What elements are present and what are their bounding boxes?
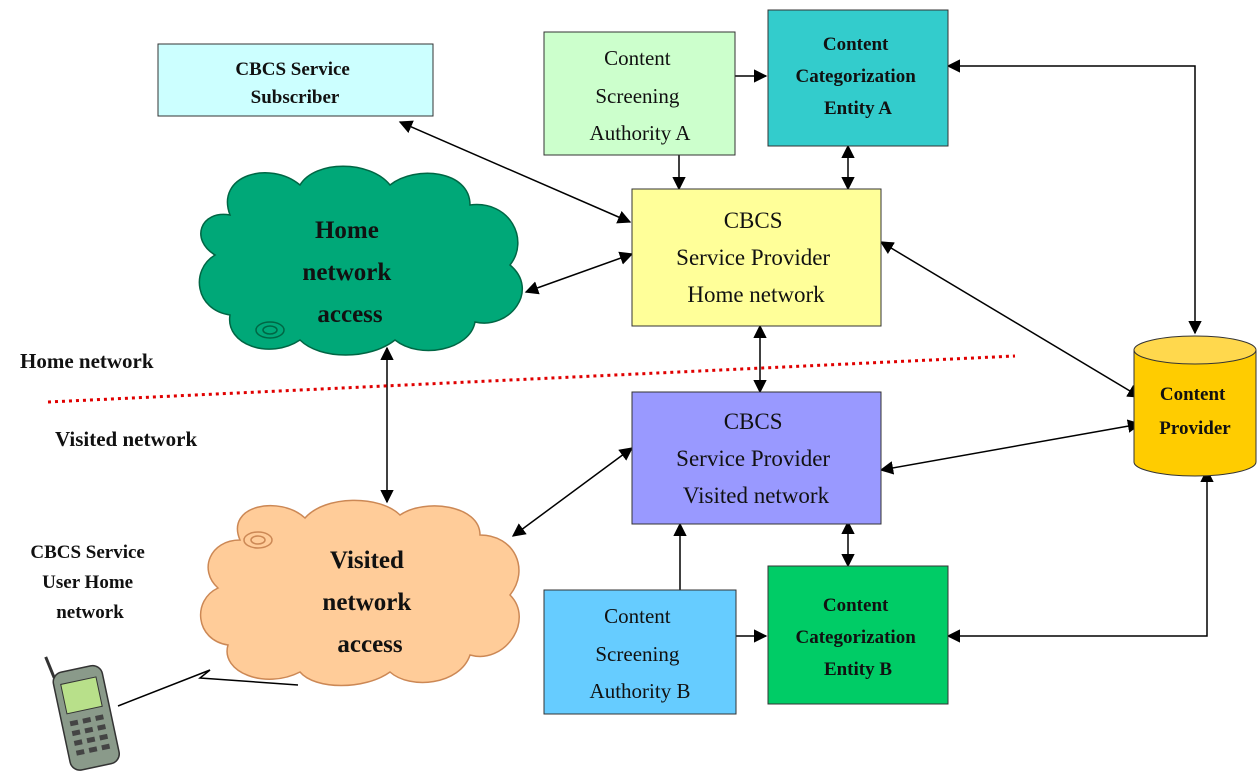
csa-b-line-3: Authority B: [590, 679, 691, 703]
network-divider: [47, 354, 1016, 404]
visited-cloud-line-2: network: [322, 589, 411, 616]
link-cceb-provider: [946, 468, 1214, 643]
csa-a-line-1: Content: [604, 46, 671, 70]
home-network-label: Home network: [20, 349, 154, 373]
sp-home-line-1: CBCS: [724, 208, 783, 233]
svg-text:Content Screening: Content Screening Authority A: [590, 46, 692, 145]
svg-text:Content Categorization: Content Categorization Entity B: [795, 595, 920, 680]
sp-visited-line-2: Service Provider: [676, 446, 830, 471]
svg-text:Visited network ac: Visited network access: [322, 547, 417, 658]
sp-visited-line-3: Visited network: [683, 483, 830, 508]
cbcs-service-provider-visited-box: CBCS Service Provider Visited network: [631, 391, 882, 525]
wireless-link: [117, 669, 299, 707]
cce-b-line-3: Entity B: [824, 659, 892, 680]
csa-b-line-1: Content: [604, 604, 671, 628]
csa-a-line-3: Authority A: [590, 121, 692, 145]
visited-cloud-line-1: Visited: [330, 547, 404, 574]
visited-network-label: Visited network: [55, 427, 197, 451]
mobile-phone-icon: [44, 656, 120, 771]
cbcs-service-subscriber-box: CBCS Service Subscriber: [157, 43, 434, 117]
sp-home-line-3: Home network: [687, 282, 825, 307]
visited-cloud-line-3: access: [337, 631, 403, 658]
sp-home-line-2: Service Provider: [676, 245, 830, 270]
svg-text:Content Provider: Content Provider: [1159, 384, 1231, 439]
content-provider-database: Content Provider: [1133, 335, 1257, 477]
svg-text:Content Screening: Content Screening Authority B: [590, 604, 691, 703]
cce-a-line-2: Categorization: [795, 66, 916, 87]
content-categorization-entity-b-box: Content Categorization Entity B: [767, 565, 949, 705]
svg-text:Home network acces: Home network access: [302, 217, 397, 328]
subscriber-line-1: CBCS Service: [235, 59, 350, 80]
provider-line-1: Content: [1160, 384, 1226, 405]
cbcs-service-provider-home-box: CBCS Service Provider Home network: [631, 188, 882, 327]
user-home-network-label: CBCS Service User Home network: [30, 542, 149, 623]
provider-line-2: Provider: [1159, 418, 1231, 439]
user-home-line-1: CBCS Service: [30, 542, 145, 563]
svg-text:CBCS Service Provider: CBCS Service Provider Visited network: [676, 409, 836, 508]
link-subscriber-sphome: [398, 120, 632, 224]
csa-a-line-2: Screening: [595, 84, 679, 108]
user-home-line-2: User Home: [42, 572, 133, 593]
content-screening-authority-b-box: Content Screening Authority B: [543, 589, 737, 715]
cce-b-line-2: Categorization: [795, 627, 916, 648]
svg-text:CBCS Service Provider: CBCS Service Provider Home network: [676, 208, 836, 307]
visited-network-access-cloud: Visited network access: [199, 499, 520, 687]
link-visitedcloud-spvisited: [511, 447, 634, 537]
content-screening-authority-a-box: Content Screening Authority A: [543, 31, 736, 156]
home-cloud-line-3: access: [317, 301, 383, 328]
connectors: [117, 59, 1214, 707]
cce-b-line-1: Content: [823, 595, 889, 616]
link-homecloud-sphome: [524, 251, 634, 295]
user-home-line-3: network: [56, 602, 124, 623]
link-ccea-provider: [946, 59, 1202, 335]
home-cloud-line-1: Home: [315, 217, 379, 244]
home-cloud-line-2: network: [302, 259, 391, 286]
content-categorization-entity-a-box: Content Categorization Entity A: [767, 9, 949, 147]
cce-a-line-1: Content: [823, 34, 889, 55]
sp-visited-line-1: CBCS: [724, 409, 783, 434]
subscriber-line-2: Subscriber: [251, 87, 340, 108]
svg-text:CBCS Service Subscriber: CBCS Service Subscriber: [235, 59, 354, 108]
cce-a-line-3: Entity A: [824, 98, 892, 119]
csa-b-line-2: Screening: [595, 642, 679, 666]
link-spvisited-provider: [879, 419, 1142, 475]
svg-text:Content Categorization: Content Categorization Entity A: [795, 34, 920, 119]
home-network-access-cloud: Home network access: [198, 165, 523, 356]
link-sphome-provider: [879, 241, 1142, 398]
